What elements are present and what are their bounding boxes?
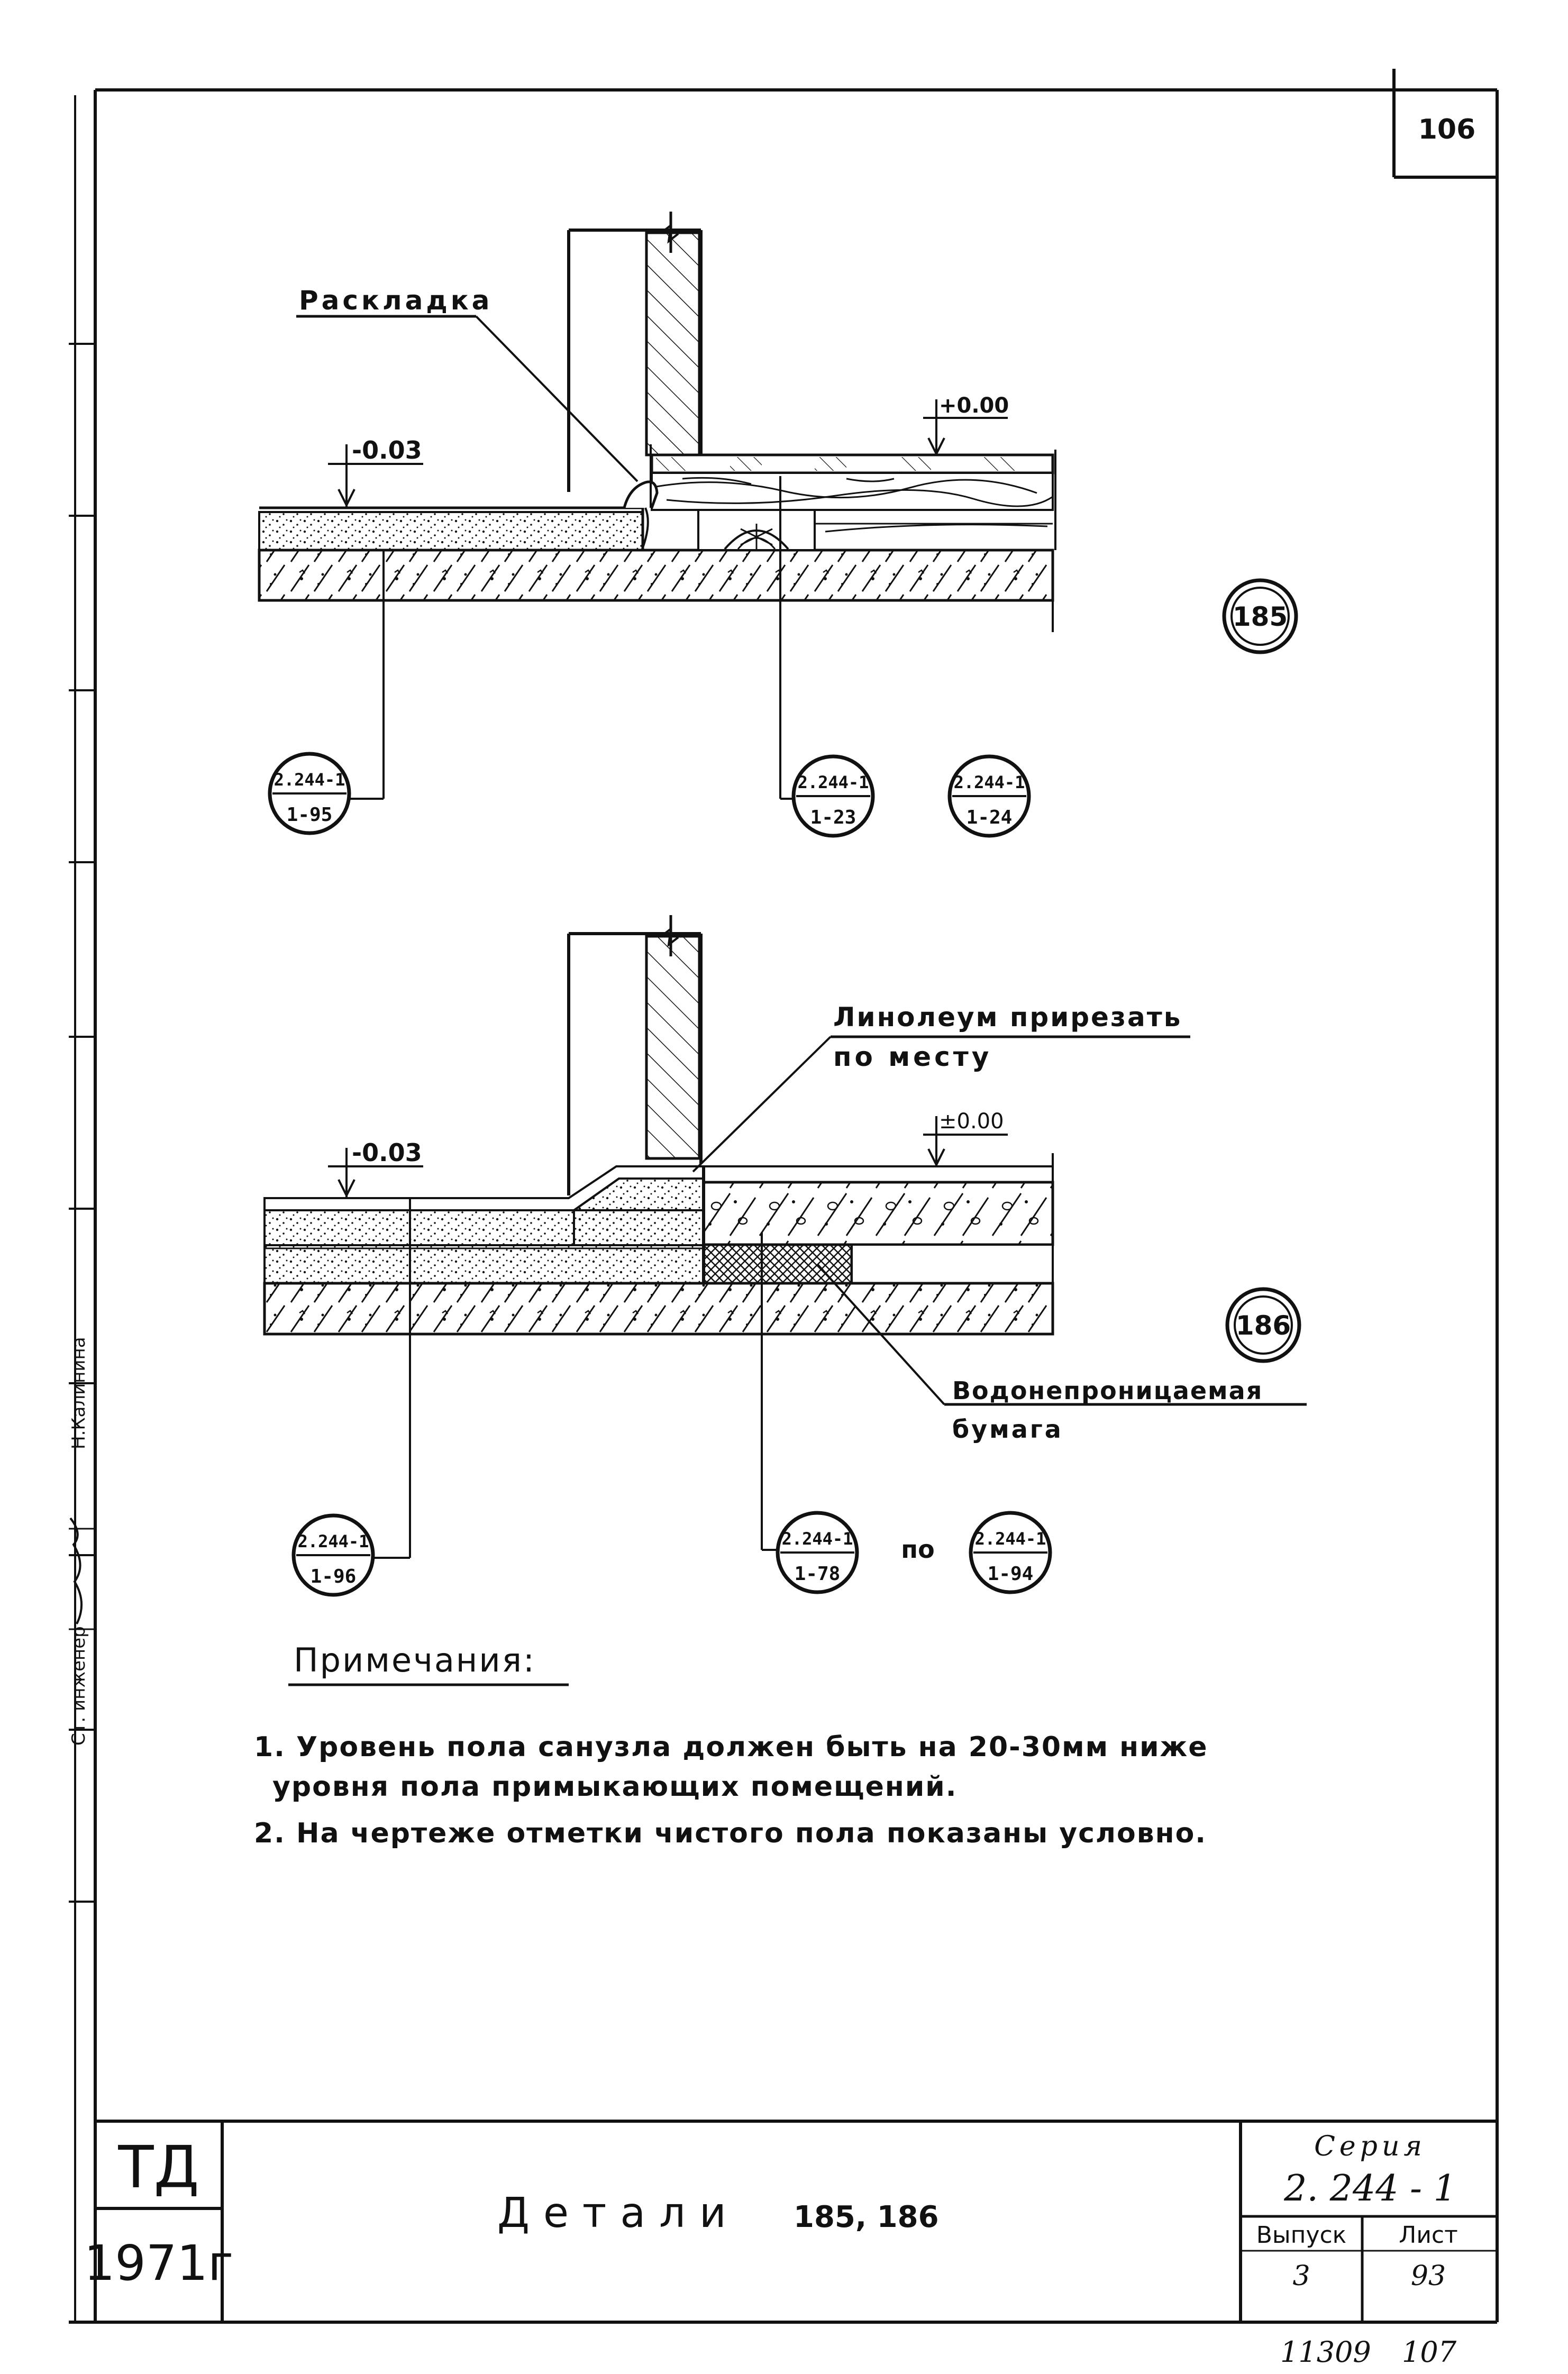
- svg-text:2.244-1: 2.244-1: [274, 770, 345, 790]
- level-right-185: +0.00: [939, 394, 1009, 418]
- side-stamp-role: Ст. инженер: [68, 1626, 89, 1746]
- callout-linoleum-line1: Линолеум прирезать: [833, 1002, 1182, 1033]
- level-left-186: -0.03: [352, 1138, 422, 1167]
- callout-linoleum-line2: по месту: [833, 1042, 992, 1072]
- svg-text:2.244-1: 2.244-1: [954, 772, 1025, 792]
- svg-text:2.244-1: 2.244-1: [975, 1529, 1046, 1549]
- issue-value: 3: [1292, 2260, 1310, 2292]
- sheet-frame: [69, 69, 1499, 2324]
- detail-186: Линолеум прирезать по месту -0.03 ±0.00 …: [263, 915, 1307, 1597]
- gravel-layer-186: [702, 1181, 1054, 1246]
- ref-range-word: по: [901, 1535, 934, 1564]
- ref-bubble-186-2: 2.244-1 1-78: [776, 1511, 859, 1594]
- notes-heading: Примечания:: [294, 1641, 536, 1679]
- svg-text:2.244-1: 2.244-1: [782, 1529, 853, 1549]
- note-2: 2. На чертеже отметки чистого пола показ…: [254, 1818, 1207, 1849]
- issue-label: Выпуск: [1256, 2222, 1347, 2249]
- svg-text:1-96: 1-96: [311, 1566, 357, 1587]
- ref-bubble-186-3: 2.244-1 1-94: [969, 1511, 1052, 1594]
- side-stamp-name: Н.Калинина: [68, 1337, 89, 1449]
- concrete-base-185: [258, 549, 1054, 602]
- ref-bubble-185-2: 2.244-1 1-23: [791, 754, 875, 838]
- detail-185: Раскладка -0.03 +0.00 185 2.244-1 1-95: [258, 212, 1298, 838]
- note-1: 1. Уровень пола санузла должен быть на 2…: [254, 1731, 1208, 1763]
- series-value: 2. 244 - 1: [1283, 2168, 1456, 2209]
- sheet-value: 93: [1411, 2260, 1446, 2292]
- ref-bubble-186-1: 2.244-1 1-96: [291, 1513, 375, 1597]
- note-1-cont: уровня пола примыкающих помещений.: [272, 1771, 957, 1803]
- org-code: ТД: [117, 2133, 199, 2201]
- svg-text:1-78: 1-78: [795, 1563, 841, 1585]
- svg-text:2.244-1: 2.244-1: [798, 772, 869, 792]
- series-label: Серия: [1314, 2131, 1426, 2162]
- drawing-title: Детали: [497, 2189, 740, 2237]
- wall-section-185: [645, 231, 701, 456]
- page-number: 106: [1418, 114, 1476, 145]
- footer-page-number: 107: [1402, 2335, 1457, 2369]
- level-right-186: ±0.00: [939, 1109, 1004, 1134]
- level-left-185: -0.03: [352, 436, 422, 464]
- callout-raskladka: Раскладка: [299, 285, 493, 316]
- svg-text:1-94: 1-94: [988, 1563, 1034, 1585]
- footer-archive-number: 11309: [1280, 2335, 1371, 2369]
- transition-strip-185: [623, 480, 659, 508]
- detail-marker-186: 186: [1236, 1310, 1291, 1341]
- ref-bubble-185-1: 2.244-1 1-95: [268, 752, 351, 835]
- side-stamp: Ст. инженер Н.Калинина: [68, 1337, 89, 1746]
- signature: [69, 1517, 83, 1624]
- detail-marker-185: 185: [1233, 601, 1288, 632]
- svg-text:2.244-1: 2.244-1: [298, 1531, 369, 1551]
- concrete-base-186: [263, 1282, 1054, 1336]
- svg-text:1-23: 1-23: [810, 807, 856, 828]
- sheet-label: Лист: [1399, 2222, 1458, 2249]
- title-block: ТД 1971г Детали 185, 186 Серия 2. 244 - …: [84, 2121, 1497, 2322]
- notes: Примечания: 1. Уровень пола санузла долж…: [254, 1641, 1208, 1849]
- callout-paper-line1: Водонепроницаемая: [952, 1376, 1263, 1405]
- ref-bubble-185-3: 2.244-1 1-24: [947, 754, 1031, 838]
- svg-text:1-24: 1-24: [967, 807, 1013, 828]
- year: 1971г: [84, 2235, 233, 2291]
- screed-lower-186: [263, 1244, 705, 1284]
- screed-layer-185: [258, 511, 644, 551]
- wall-section-186: [645, 935, 701, 1160]
- svg-text:1-95: 1-95: [287, 804, 333, 826]
- callout-paper-line2: бумага: [952, 1415, 1063, 1444]
- drawing-title-numbers: 185, 186: [794, 2200, 939, 2234]
